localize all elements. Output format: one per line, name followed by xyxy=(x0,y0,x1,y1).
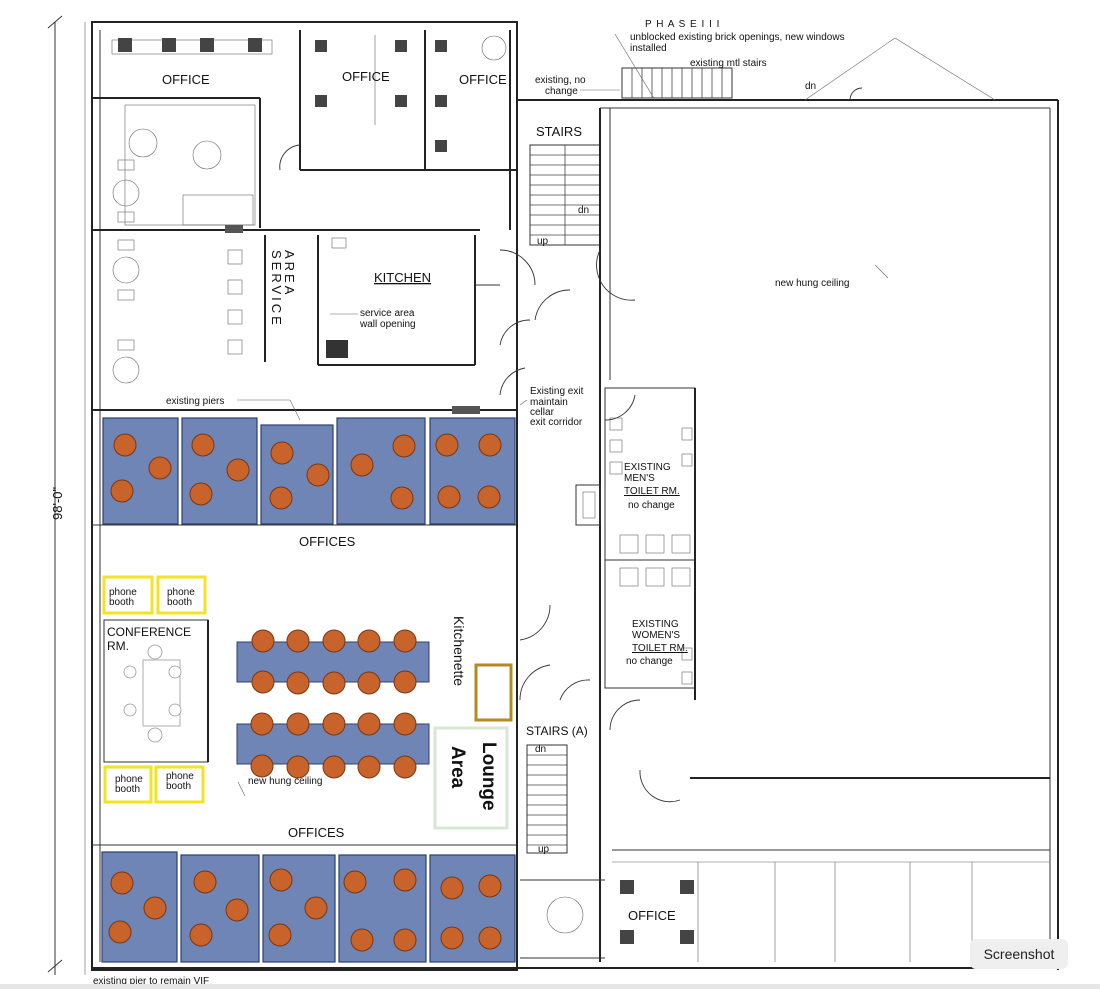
chairs-bottom xyxy=(108,868,502,952)
piers-label: existing piers xyxy=(166,396,224,407)
kitchenette-label: Kitchenette xyxy=(451,616,467,686)
phone-booth-3-line1: phone xyxy=(115,774,143,785)
phone-booth-4-line2: booth xyxy=(166,781,191,792)
up-label-stairs: up xyxy=(537,236,549,247)
office-label-4: OFFICE xyxy=(628,908,676,923)
lounge-label-1: Lounge xyxy=(478,742,499,811)
hung-ceiling-label-2: new hung ceiling xyxy=(248,776,323,787)
no-change-label-2: change xyxy=(545,86,578,97)
phone-booths xyxy=(102,575,207,804)
no-change-label-1: existing, no xyxy=(535,75,586,86)
service-note-1: service area xyxy=(360,308,415,319)
top-office-furniture xyxy=(111,35,507,152)
stairs-a-label: STAIRS (A) xyxy=(526,724,588,738)
conference-table xyxy=(123,644,182,743)
mtl-stairs-label: existing mtl stairs xyxy=(690,58,767,69)
offices-label-top: OFFICES xyxy=(299,534,356,549)
stairs-label: STAIRS xyxy=(536,124,582,139)
phase-note-1: unblocked existing brick openings, new w… xyxy=(630,32,845,43)
conference-label-2: RM. xyxy=(107,639,129,653)
kitchenette-box xyxy=(474,663,513,722)
office-label-2: OFFICE xyxy=(342,69,390,84)
women-no-change: no change xyxy=(626,656,673,667)
dimension-label: 98'-0" xyxy=(50,486,65,520)
stairs-phase-iii xyxy=(621,67,733,99)
men-label-3: TOILET RM. xyxy=(624,486,680,497)
dn-label-stairs: dn xyxy=(578,205,589,216)
service-label: SERVICE xyxy=(269,250,284,328)
office-label-3: OFFICE xyxy=(459,72,507,87)
conference-label-1: CONFERENCE xyxy=(107,625,191,639)
central-tables xyxy=(236,629,430,779)
area-label: AREA xyxy=(282,250,297,297)
phone-booth-4-line1: phone xyxy=(166,771,194,782)
leader-lines xyxy=(237,33,996,797)
women-label-3: TOILET RM. xyxy=(632,643,688,654)
men-label-1: EXISTING xyxy=(624,462,671,473)
lounge-label-2: Area xyxy=(447,746,468,789)
screenshot-badge[interactable]: Screenshot xyxy=(970,939,1068,969)
phase-note-2: installed xyxy=(630,43,667,54)
men-label-2: MEN'S xyxy=(624,473,655,484)
dn-label-stairs-a: dn xyxy=(535,744,546,755)
exit-label-2: maintain xyxy=(530,397,568,408)
offices-label-bottom: OFFICES xyxy=(288,825,345,840)
dimension-line xyxy=(47,15,86,975)
phone-booth-1-line2: booth xyxy=(109,597,134,608)
stairs-top xyxy=(529,144,601,246)
lounge-box xyxy=(433,726,509,830)
stairs-a xyxy=(526,744,568,854)
kitchen-label: KITCHEN xyxy=(374,270,431,285)
women-label-1: EXISTING xyxy=(632,619,679,630)
office-label-1: OFFICE xyxy=(162,72,210,87)
pier-remain-label: existing pier to remain VIF xyxy=(93,976,209,987)
phone-booth-2-line2: booth xyxy=(167,597,192,608)
doors xyxy=(279,87,863,803)
dn-label-top: dn xyxy=(805,81,816,92)
chairs-top xyxy=(110,433,502,510)
phase-label: P H A S E I I I xyxy=(645,19,720,30)
exit-label-3: cellar xyxy=(530,407,555,418)
men-no-change: no change xyxy=(628,500,675,511)
hung-ceiling-label-1: new hung ceiling xyxy=(775,278,850,289)
exit-label-1: Existing exit xyxy=(530,386,584,397)
phone-booth-1-line1: phone xyxy=(109,587,137,598)
service-note-2: wall opening xyxy=(359,319,416,330)
exit-label-4: exit corridor xyxy=(530,417,583,428)
up-label-stairs-a: up xyxy=(538,844,550,855)
bottom-scrollbar xyxy=(0,984,1100,989)
women-label-2: WOMEN'S xyxy=(632,630,680,641)
phone-booth-2-line1: phone xyxy=(167,587,195,598)
phone-booth-3-line2: booth xyxy=(115,784,140,795)
building-walls xyxy=(91,21,518,971)
